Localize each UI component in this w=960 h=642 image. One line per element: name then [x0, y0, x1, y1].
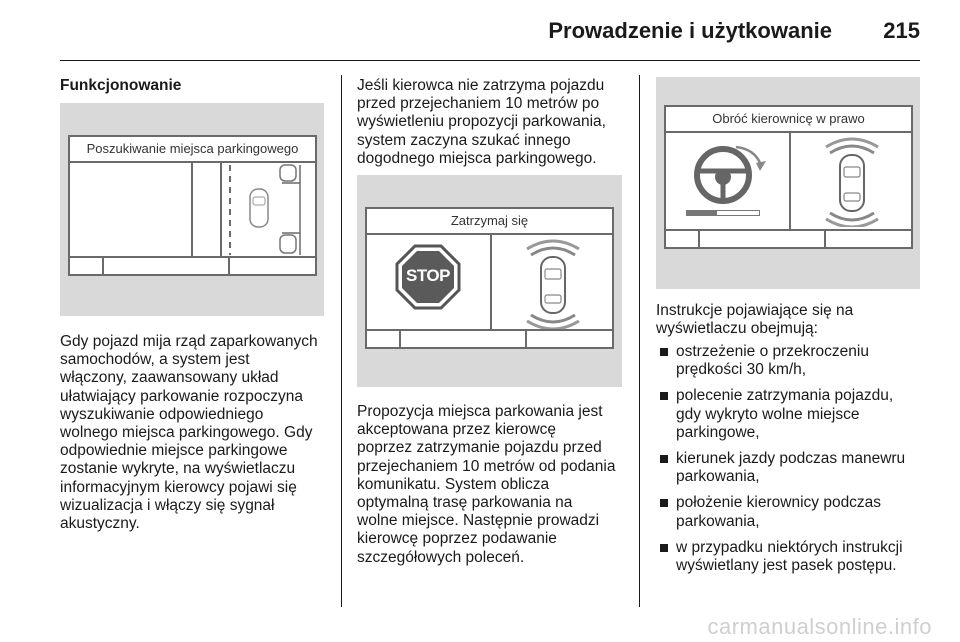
- bullet-icon: [660, 392, 668, 401]
- col1-paragraph: Gdy pojazd mija rząd zaparkowanych samoc…: [60, 333, 318, 533]
- display-title: Zatrzymaj się: [367, 209, 612, 235]
- col2-paragraph-2: Propozycja miejsca parkowania jest akcep…: [357, 403, 616, 566]
- col2-paragraph-1: Jeśli kierowca nie zatrzyma pojazdu prze…: [357, 77, 606, 167]
- page-number: 215: [883, 18, 920, 43]
- col3-intro: Instrukcje pojawiające się na wyświetlac…: [656, 302, 854, 338]
- bullet-icon: [660, 455, 668, 464]
- parking-lot-graphic: [229, 164, 301, 255]
- figure-parking-search: Poszukiwanie miejsca parkingowego: [60, 103, 324, 316]
- stop-sign-icon: [395, 244, 461, 310]
- bullet-icon: [660, 348, 668, 356]
- display-screen: Obróć kierownicę w prawo: [664, 105, 913, 249]
- display-title: Obróć kierownicę w prawo: [666, 107, 911, 133]
- section-title: Prowadzenie i użytkowanie: [548, 18, 832, 43]
- list-item: polecenie zatrzymania pojazdu,gdy wykryt…: [656, 387, 926, 442]
- car-sensor-icon: [825, 137, 879, 227]
- bullet-icon: [660, 499, 668, 508]
- display-screen: Zatrzymaj się STOP: [365, 207, 614, 349]
- page-header: Prowadzenie i użytkowanie 215: [0, 0, 960, 62]
- progress-bar: [686, 210, 760, 216]
- progress-fill: [687, 211, 718, 215]
- steering-wheel-icon: [694, 145, 766, 204]
- car-sensor-icon: [526, 239, 580, 329]
- figure-steering: Obróć kierownicę w prawo: [656, 77, 920, 289]
- bullet-icon: [660, 543, 668, 552]
- display-screen: Poszukiwanie miejsca parkingowego: [68, 135, 317, 276]
- display-title: Poszukiwanie miejsca parkingowego: [70, 137, 315, 163]
- column-divider-1: [341, 75, 342, 607]
- figure-stop: Zatrzymaj się STOP: [357, 175, 622, 387]
- watermark: carmanualsonline.info: [707, 614, 932, 639]
- header-divider: [60, 60, 920, 61]
- section-heading: Funkcjonowanie: [60, 77, 182, 94]
- stop-sign-label: STOP: [406, 266, 450, 285]
- column-divider-2: [639, 75, 640, 607]
